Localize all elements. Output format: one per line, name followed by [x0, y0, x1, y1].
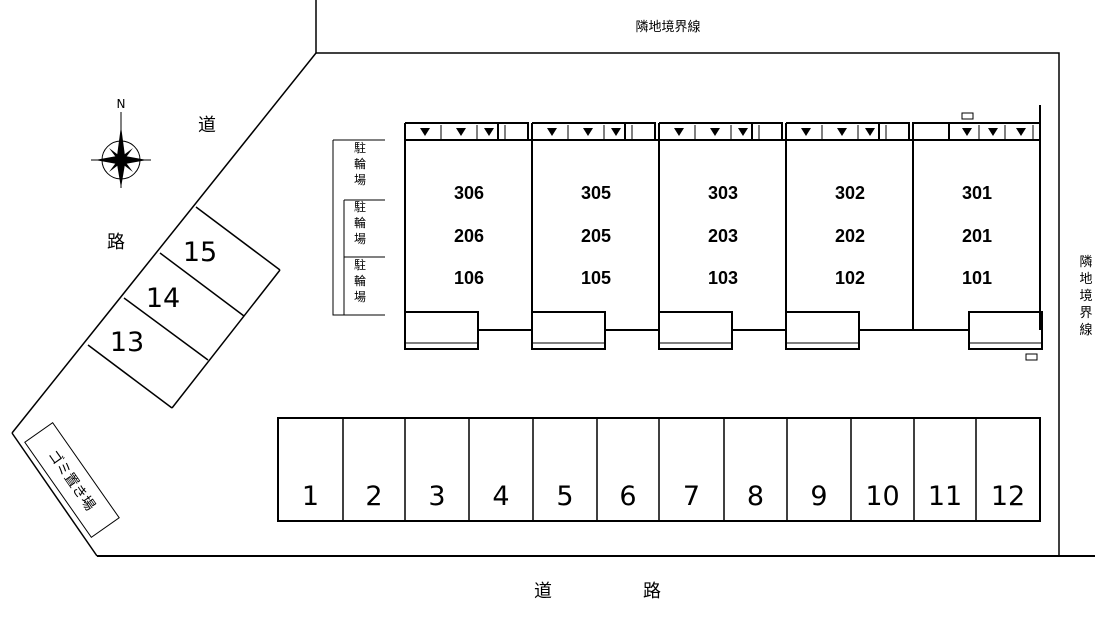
unit-number: 203 — [708, 226, 738, 246]
parking-divider — [87, 344, 173, 409]
parking-slot-number: 15 — [183, 237, 217, 268]
entrance-arrow-icon — [547, 128, 557, 136]
building-block: 305 205 105 — [531, 122, 656, 350]
building-block: 302 202 102 — [785, 122, 910, 350]
parking-slot-number: 5 — [556, 481, 573, 512]
parking-slot-number: 7 — [683, 481, 700, 512]
stair-box — [751, 122, 783, 140]
entrance-arrow-icon — [484, 128, 494, 136]
parking-divider — [123, 297, 209, 361]
right-boundary-char: 隣 — [1079, 254, 1092, 270]
entrance-arrow-icon — [611, 128, 621, 136]
right-boundary-char: 界 — [1079, 306, 1092, 321]
entrance-arrow-icon — [738, 128, 748, 136]
entrance-arrow-icon — [710, 128, 720, 136]
bicycle-parking-char: 輪 — [354, 273, 366, 288]
parking-slot-number: 8 — [747, 481, 764, 512]
unit-number: 302 — [835, 183, 865, 203]
stair-box — [497, 122, 529, 140]
entrance-arrow-icon — [1016, 128, 1026, 136]
road-left-label-2: 路 — [107, 232, 125, 253]
parking-slot-number: 6 — [619, 481, 636, 512]
parking-slot-number: 4 — [492, 481, 509, 512]
compass-rose-icon: N — [91, 97, 151, 188]
entrance-arrow-icon — [674, 128, 684, 136]
unit-number: 101 — [962, 268, 992, 288]
parking-slot-number: 14 — [146, 283, 180, 314]
entrance-arrow-icon — [988, 128, 998, 136]
apartment-buildings: 306 206 106 305 205 105 303 203 103 302 202 102 301 2… — [404, 105, 1043, 350]
bicycle-parking-char: 輪 — [354, 215, 366, 230]
bicycle-parking-char: 駐 — [354, 257, 366, 272]
north-label: N — [117, 97, 126, 111]
building-block: 306 206 106 — [404, 122, 529, 350]
entrance-arrow-icon — [420, 128, 430, 136]
site-boundary — [11, 0, 1095, 557]
building-block: 301 201 101 — [912, 122, 1043, 350]
unit-number: 206 — [454, 226, 484, 246]
unit-number: 202 — [835, 226, 865, 246]
unit-number: 106 — [454, 268, 484, 288]
entrance-arrow-icon — [837, 128, 847, 136]
right-boundary-char: 境 — [1079, 289, 1092, 304]
parking-slot-number: 9 — [810, 481, 827, 512]
bicycle-parking-char: 場 — [354, 290, 366, 304]
unit-number: 103 — [708, 268, 738, 288]
meter-box-icon — [961, 112, 974, 120]
road-bottom-label-2: 路 — [643, 581, 661, 602]
bicycle-parking-char: 駐 — [354, 140, 366, 155]
entrance-arrow-icon — [962, 128, 972, 136]
bicycle-parking-char: 場 — [354, 173, 366, 187]
parking-slot-number: 12 — [991, 481, 1025, 512]
stair-box — [912, 122, 950, 140]
entrance-arrow-icon — [801, 128, 811, 136]
parking-slot-number: 2 — [365, 481, 382, 512]
unit-number: 201 — [962, 226, 992, 246]
entrance-arrow-icon — [583, 128, 593, 136]
unit-number: 102 — [835, 268, 865, 288]
unit-number: 305 — [581, 183, 611, 203]
unit-number: 301 — [962, 183, 992, 203]
meter-box-icon — [1025, 353, 1038, 361]
unit-number: 105 — [581, 268, 611, 288]
right-boundary-char: 地 — [1079, 272, 1092, 287]
building-block: 303 203 103 — [658, 122, 783, 350]
bicycle-parking-char: 場 — [354, 232, 366, 246]
parking-slot-number: 10 — [865, 481, 899, 512]
stair-box — [878, 122, 910, 140]
garbage-area-label: ゴミ置き場 — [45, 447, 99, 514]
parking-slot-number: 11 — [928, 481, 962, 512]
top-boundary-label: 隣地境界線 — [635, 19, 700, 35]
unit-number: 205 — [581, 226, 611, 246]
bicycle-parking-char: 駐 — [354, 199, 366, 214]
road-bottom-label-1: 道 — [534, 581, 552, 602]
road-left-label-1: 道 — [198, 115, 216, 136]
entrance-arrow-icon — [456, 128, 466, 136]
parking-divider — [195, 206, 281, 271]
parking-divider — [159, 252, 245, 317]
right-boundary-char: 線 — [1079, 322, 1092, 338]
entrance-arrow-icon — [865, 128, 875, 136]
unit-number: 303 — [708, 183, 738, 203]
parking-slot-number: 13 — [110, 327, 144, 358]
stair-box — [624, 122, 656, 140]
bicycle-parking-char: 輪 — [354, 156, 366, 171]
right-boundary-label: 隣地境界線 — [1079, 254, 1092, 338]
parking-slot-number: 3 — [428, 481, 445, 512]
parking-slot-number: 1 — [302, 481, 319, 512]
unit-number: 306 — [454, 183, 484, 203]
